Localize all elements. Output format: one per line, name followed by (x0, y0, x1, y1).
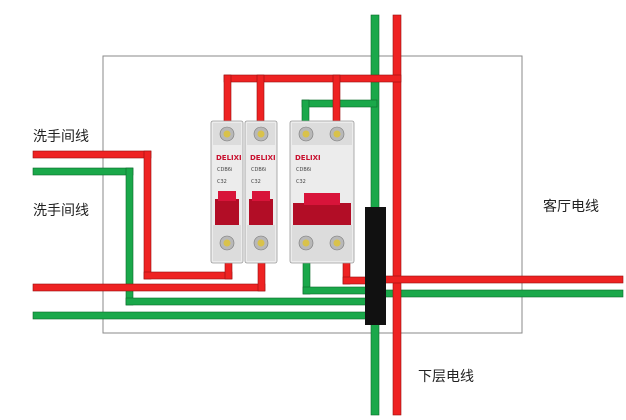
neutral-living-room-line (384, 289, 624, 298)
live-washroom-line-v (143, 150, 152, 280)
breaker-3-brand: DELIXI (295, 154, 321, 162)
distribution-box-outline (102, 55, 523, 334)
breaker-3-handle[interactable] (293, 203, 351, 225)
neutral-lower-line (32, 311, 376, 320)
live-drop-breaker-1 (223, 74, 232, 126)
breaker-1-brand: DELIXI (216, 154, 242, 162)
label-lower-floor-line: 下层电线 (418, 369, 474, 385)
circuit-breaker-3-double-pole[interactable]: DELIXI CDB6i C32 (289, 120, 355, 264)
live-living-room-line (384, 275, 624, 284)
breaker-1-handle[interactable] (215, 199, 239, 225)
neutral-washroom-line-h1 (32, 167, 134, 176)
circuit-breaker-1[interactable]: DELIXI CDB6i C32 (210, 120, 244, 264)
live-washroom-line-h2 (143, 271, 233, 280)
label-washroom-line-top: 洗手间线 (33, 129, 89, 145)
label-washroom-line-bottom: 洗手间线 (33, 203, 89, 219)
breaker-2-model: CDB6i (251, 167, 266, 173)
circuit-breaker-2[interactable]: DELIXI CDB6i C32 (244, 120, 278, 264)
breaker-3-model: CDB6i (296, 167, 311, 173)
breaker-2-handle[interactable] (249, 199, 273, 225)
breaker-1-model: CDB6i (217, 167, 232, 173)
breaker-2-brand: DELIXI (250, 154, 276, 162)
breaker-1-rating: C32 (217, 179, 227, 185)
label-living-room-line: 客厅电线 (543, 199, 599, 215)
main-live-trunk (392, 14, 402, 416)
breaker-2-rating: C32 (251, 179, 261, 185)
live-lower-line-h (32, 283, 266, 292)
live-drop-breaker-3 (332, 74, 341, 126)
neutral-washroom-line-h2 (125, 297, 376, 306)
neutral-breaker-out-horizontal (302, 286, 376, 295)
live-drop-breaker-2 (256, 74, 265, 126)
junction-terminal-bar (365, 207, 386, 325)
live-washroom-line-h1 (32, 150, 152, 159)
breaker-3-rating: C32 (296, 179, 306, 185)
live-top-feed (223, 74, 402, 83)
